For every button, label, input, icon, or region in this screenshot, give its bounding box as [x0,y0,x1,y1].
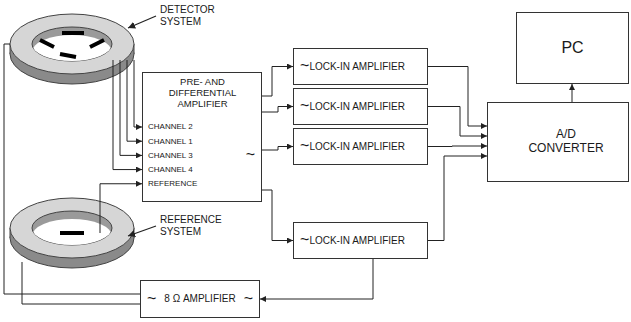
signal-connector [262,147,293,151]
ac-symbol: ~ [246,146,257,164]
block-title: PRE- AND DIFFERENTIAL AMPLIFIER [164,77,242,110]
ad-box: A/D CONVERTER [487,102,629,182]
signal-connector [572,84,573,102]
block-label: PC [561,39,583,57]
signal-connector [262,67,293,97]
channel-label: CHANNEL 3 [148,151,246,160]
ac-symbol: ~ [147,290,156,308]
signal-connector [262,190,293,241]
coil-wire [120,60,142,155]
coil-wire [134,60,142,127]
ac-symbol: ~ [300,231,309,249]
channel-label: REFERENCE [148,179,246,188]
lock-box: ~LOCK-IN AMPLIFIER [293,88,428,125]
channel-label: CHANNEL 1 [148,137,246,146]
block-label: LOCK-IN AMPLIFIER [309,61,405,73]
drive-wire [22,262,140,304]
block-label: A/D CONVERTER [526,128,606,156]
channel-label: CHANNEL 4 [148,165,246,174]
system-label: DETECTOR SYSTEM [160,4,240,27]
coil-wire [113,60,142,170]
amp-box: ~8 Ω AMPLIFIER~ [140,280,260,318]
signal-connector [428,67,487,127]
system-label: REFERENCE SYSTEM [160,214,240,237]
signal-connector [262,107,293,113]
ac-symbol: ~ [244,290,253,308]
signal-connector [428,156,487,241]
pre-box: PRE- AND DIFFERENTIAL AMPLIFIER CHANNEL 2… [142,72,262,202]
pc-box: PC [516,12,629,84]
block-label: 8 Ω AMPLIFIER [156,293,243,305]
lock-box: ~LOCK-IN AMPLIFIER [293,222,428,259]
ac-symbol: ~ [300,137,309,155]
detector-ring [10,14,134,84]
signal-connector [428,146,487,148]
block-label: LOCK-IN AMPLIFIER [309,235,405,247]
block-label: LOCK-IN AMPLIFIER [309,101,405,113]
pointer-arrow [128,226,156,236]
coil-wire [100,184,142,233]
signal-connector [260,259,373,299]
block-label: LOCK-IN AMPLIFIER [309,141,405,153]
lock-box: ~LOCK-IN AMPLIFIER [293,128,428,165]
ac-symbol: ~ [300,57,309,75]
lock-box: ~LOCK-IN AMPLIFIER [293,48,428,85]
coil-wire [127,60,142,141]
pointer-arrow [128,16,156,28]
reference-ring [10,198,134,268]
signal-connector [428,107,487,137]
channel-label: CHANNEL 2 [148,122,246,131]
ac-symbol: ~ [300,97,309,115]
